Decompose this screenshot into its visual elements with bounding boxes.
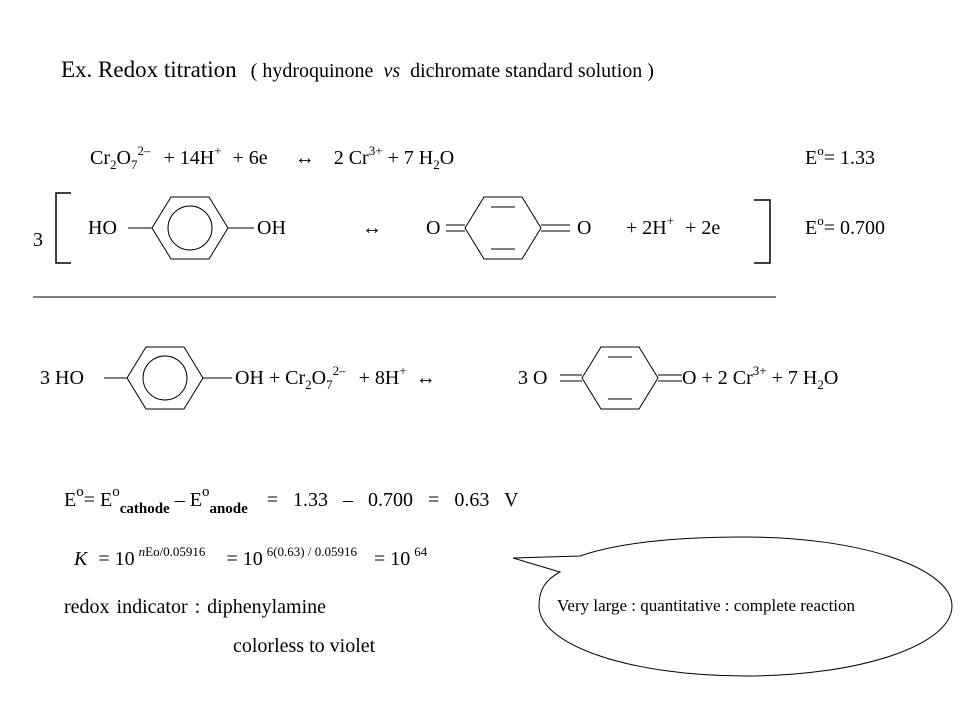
text-e: E — [64, 489, 77, 511]
hq-oh: OH — [257, 217, 286, 239]
equilibrium-arrow: ↔ — [294, 147, 315, 169]
bubble-text: Very large : quantitative : complete rea… — [557, 596, 856, 615]
text-charge: + — [399, 363, 407, 378]
text-eq: = 10 — [226, 548, 263, 570]
text-exp: 6(0.63) / 0.05916 — [266, 544, 357, 559]
text-charge: 2– — [332, 363, 346, 378]
left-bracket — [55, 192, 71, 264]
text-sub: 2 — [305, 377, 312, 392]
text-sub: 2 — [433, 157, 440, 172]
indicator-line: redox indicator : diphenylamine — [64, 596, 327, 618]
overall-o: 3 O — [518, 367, 548, 389]
text-cathode: cathode — [119, 501, 170, 517]
text-charge: 3+ — [368, 143, 383, 158]
text-h: + 8H — [358, 367, 400, 389]
text-k: K — [74, 548, 88, 570]
potential-2: Eo= 0.700 — [805, 214, 885, 239]
equilibrium-arrow-2: ↔ — [362, 217, 382, 239]
text-exp: 64 — [414, 544, 428, 559]
right-bracket — [754, 199, 771, 264]
indicator-color: colorless to violet — [233, 635, 376, 657]
quinone-o-right: O — [577, 217, 592, 239]
equilibrium-arrow: ↔ — [415, 367, 436, 389]
slide-title: Ex. Redox titration ( hydroquinone vs di… — [61, 58, 654, 81]
text-sup: o — [201, 484, 210, 500]
text-e: + 2e — [685, 217, 721, 239]
text-n: n — [138, 544, 146, 559]
text-minus: – E — [174, 489, 202, 511]
text-e-value: = 1.33 — [823, 147, 875, 169]
overall-middle: OH + Cr2O72– + 8H+ ↔ — [235, 364, 436, 391]
text-sub: 7 — [130, 157, 138, 172]
text-sup: o — [76, 484, 84, 500]
text-charge: 3+ — [752, 363, 767, 378]
text-water: + 7 H — [771, 367, 818, 389]
half-reaction-dichromate: Cr2O72– + 14H+ + 6e ↔ 2 Cr3+ + 7 H2O — [90, 144, 455, 171]
text-eq: = 10 — [98, 548, 135, 570]
text-o: O — [116, 147, 131, 169]
title-paren-rest: dichromate standard solution ) — [410, 60, 654, 82]
cell-potential-equation: Eo= Eocathode – Eoanode = 1.33 – 0.700 =… — [64, 485, 519, 517]
text-oh-cr: OH + Cr — [235, 367, 306, 389]
quinone-ring-2 — [560, 346, 682, 410]
text-cr-product: 2 Cr — [333, 147, 369, 169]
text-e-value: = 0.700 — [823, 217, 885, 239]
overall-ho: 3 HO — [40, 367, 84, 389]
quinone-o-left: O — [426, 217, 441, 239]
text-sub: 7 — [326, 377, 333, 392]
quinone-ring-1 — [446, 196, 570, 260]
text-o: O — [311, 367, 327, 389]
text-h: + 14H — [163, 147, 215, 169]
text-charge: 2– — [137, 143, 151, 158]
title-main: Ex. Redox titration — [61, 57, 237, 82]
text-anode: anode — [209, 501, 248, 517]
speech-bubble — [512, 536, 953, 677]
hydroquinone-ring-2 — [104, 346, 232, 410]
text-sup: o — [817, 143, 824, 158]
text-sub: 2 — [817, 377, 824, 392]
text-sub: 2 — [110, 157, 117, 172]
text-sup: o — [112, 484, 120, 500]
text-o-cr: O + 2 Cr — [682, 367, 753, 389]
text-charge: + — [666, 213, 675, 228]
text-e-label: E — [805, 217, 818, 239]
title-vs: vs — [383, 60, 401, 82]
text-sup: o — [817, 213, 824, 228]
text-cr: Cr — [90, 147, 110, 169]
text-eq: = E — [83, 489, 113, 511]
half2-tail: + 2H+ + 2e — [626, 214, 721, 239]
potential-1: Eo= 1.33 — [805, 144, 875, 169]
hydroquinone-ring-1 — [128, 196, 254, 260]
text-charge: + — [214, 143, 222, 158]
text-o: O — [439, 147, 455, 169]
title-paren-open: ( hydroquinone — [250, 60, 374, 82]
hq-ho: HO — [88, 217, 117, 239]
text-calc: = 1.33 – 0.700 = 0.63 V — [266, 489, 519, 511]
overall-right: O + 2 Cr3+ + 7 H2O — [682, 364, 839, 391]
bracket-coefficient: 3 — [33, 229, 43, 251]
text-o: O — [823, 367, 839, 389]
text-exp: Eo/0.05916 — [145, 544, 206, 559]
text-h: + 2H — [626, 217, 667, 239]
text-e-label: E — [805, 147, 818, 169]
text-e: + 6e — [232, 147, 268, 169]
text-eq: = 10 — [374, 548, 411, 570]
text-water: + 7 H — [387, 147, 434, 169]
